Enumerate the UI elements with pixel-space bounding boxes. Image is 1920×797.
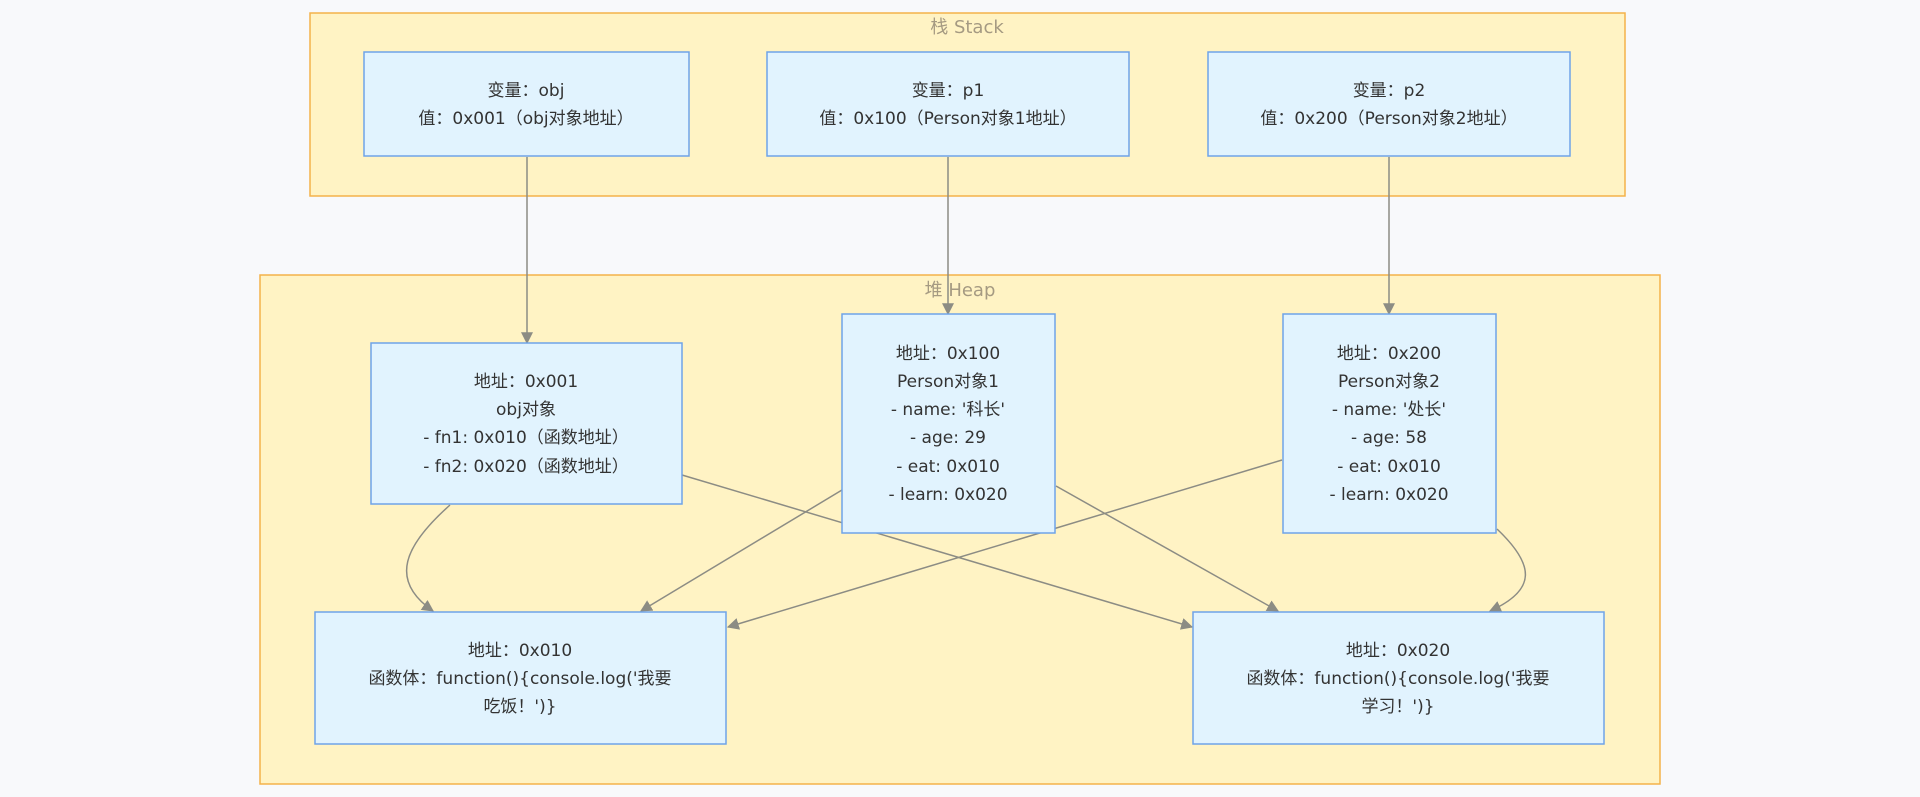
edge-heap-obj-to-fn-020	[681, 474, 1194, 630]
stack-node-p2-line-2: 值：0x200（Person对象2地址）	[1260, 109, 1517, 129]
heap-node-p1-line-4: - age: 29	[910, 428, 986, 448]
heap-node-p1: 地址：0x100 Person对象1 - name: '科长' - age: 2…	[841, 313, 1056, 534]
heap-node-fn-020-line-3: 学习！')}	[1361, 697, 1434, 717]
heap-node-p2-line-4: - age: 58	[1351, 428, 1427, 448]
edge-heap-p1-to-fn-010	[639, 489, 843, 612]
heap-cluster-title: 堆 Heap	[925, 280, 996, 301]
edge-heap-p2-to-fn-020	[1488, 528, 1527, 613]
heap-node-p1-line-2: Person对象1	[897, 372, 999, 392]
heap-node-p1-line-6: - learn: 0x020	[888, 485, 1007, 505]
stack-node-obj-line-2: 值：0x001（obj对象地址）	[418, 109, 633, 129]
heap-node-p2-line-2: Person对象2	[1338, 372, 1440, 392]
heap-node-p1-line-3: - name: '科长'	[891, 400, 1005, 420]
heap-node-p2-box	[1282, 313, 1497, 534]
heap-node-fn-020-line-1: 地址：0x020	[1346, 641, 1450, 661]
heap-node-p2-line-5: - eat: 0x010	[1337, 457, 1441, 477]
heap-node-p2-line-3: - name: '处长'	[1332, 400, 1446, 420]
edge-heap-p2-to-fn-010	[726, 459, 1283, 630]
heap-node-fn-020-box	[1192, 611, 1605, 745]
heap-node-p1-line-1: 地址：0x100	[896, 344, 1000, 364]
heap-node-p2: 地址：0x200 Person对象2 - name: '处长' - age: 5…	[1282, 313, 1497, 534]
heap-node-fn-020-line-2: 函数体：function(){console.log('我要	[1246, 669, 1549, 689]
heap-node-p1-box	[841, 313, 1056, 534]
heap-node-obj: 地址：0x001 obj对象 - fn1: 0x010（函数地址） - fn2:…	[370, 342, 683, 505]
heap-node-fn-010-line-3: 吃饭！')}	[483, 697, 556, 717]
heap-node-fn-010: 地址：0x010 函数体：function(){console.log('我要 …	[314, 611, 727, 745]
heap-node-p2-line-6: - learn: 0x020	[1329, 485, 1448, 505]
edges-layer	[405, 157, 1527, 630]
stack-node-obj: 变量：obj 值：0x001（obj对象地址）	[363, 51, 690, 157]
heap-node-obj-line-3: - fn1: 0x010（函数地址）	[423, 428, 629, 448]
heap-node-fn-010-line-1: 地址：0x010	[468, 641, 572, 661]
stack-node-p2-line-1: 变量：p2	[1353, 81, 1426, 101]
stack-node-obj-box	[363, 51, 690, 157]
stack-node-p1: 变量：p1 值：0x100（Person对象1地址）	[766, 51, 1130, 157]
heap-node-obj-line-4: - fn2: 0x020（函数地址）	[423, 457, 629, 477]
heap-node-obj-line-2: obj对象	[496, 400, 556, 420]
stack-cluster-title: 栈 Stack	[930, 17, 1004, 38]
heap-node-obj-line-1: 地址：0x001	[474, 372, 578, 392]
stack-node-p2: 变量：p2 值：0x200（Person对象2地址）	[1207, 51, 1571, 157]
heap-node-fn-010-box	[314, 611, 727, 745]
heap-node-p2-line-1: 地址：0x200	[1337, 344, 1441, 364]
heap-node-p1-line-5: - eat: 0x010	[896, 457, 1000, 477]
stack-node-obj-line-1: 变量：obj	[488, 81, 565, 101]
heap-node-obj-box	[370, 342, 683, 505]
stack-node-p1-line-1: 变量：p1	[912, 81, 985, 101]
edge-heap-p1-to-fn-020	[1055, 485, 1280, 612]
stack-node-p1-line-2: 值：0x100（Person对象1地址）	[819, 109, 1076, 129]
heap-node-fn-010-line-2: 函数体：function(){console.log('我要	[368, 669, 671, 689]
stack-node-p1-box	[766, 51, 1130, 157]
edge-heap-obj-to-fn-010	[405, 504, 451, 612]
heap-node-fn-020: 地址：0x020 函数体：function(){console.log('我要 …	[1192, 611, 1605, 745]
stack-node-p2-box	[1207, 51, 1571, 157]
